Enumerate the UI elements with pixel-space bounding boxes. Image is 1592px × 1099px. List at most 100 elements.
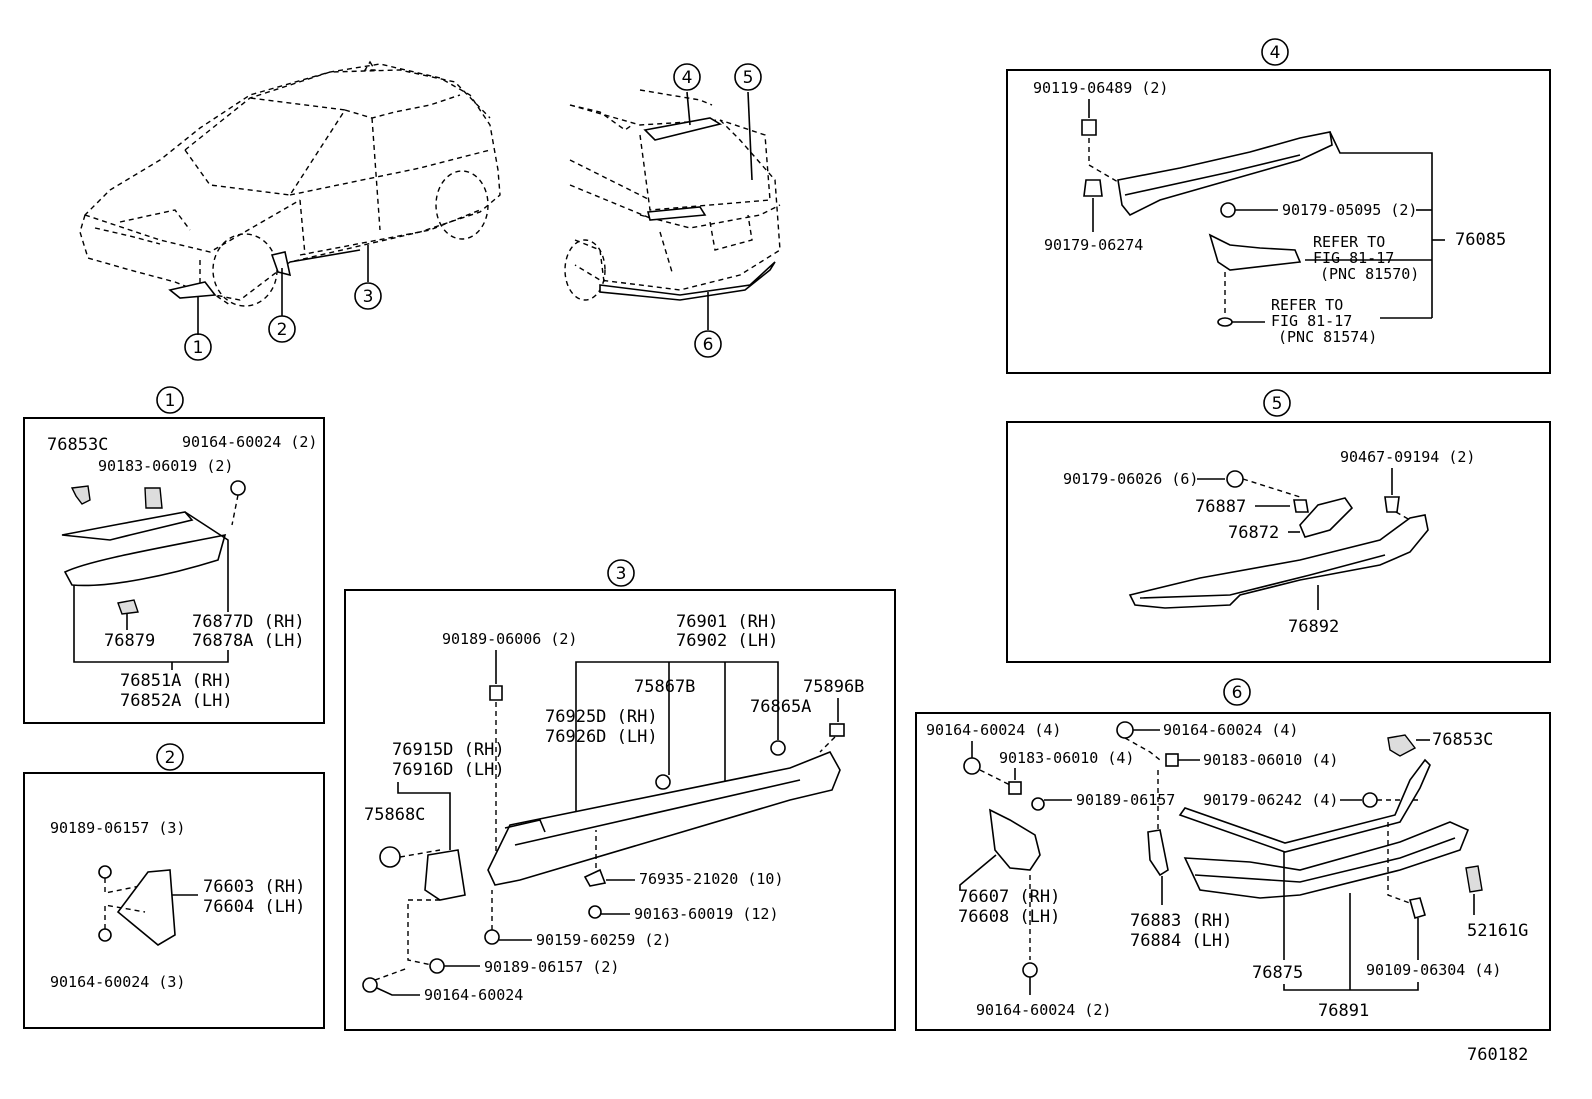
label-90179-05095: 90179-05095 (2) xyxy=(1282,201,1417,219)
part-90467-clip xyxy=(1384,496,1400,513)
label-76883: 76883 (RH) xyxy=(1130,911,1232,931)
part-90164-screw-a xyxy=(963,757,981,775)
ref1-line-b: FIG 81-17 xyxy=(1313,249,1394,267)
panel-2-callout[interactable]: 2 xyxy=(156,743,184,771)
label-90183-06010-a: 90183-06010 (4) xyxy=(999,749,1134,767)
label-75867B: 75867B xyxy=(634,677,695,697)
part-76875-reinforcement xyxy=(1178,758,1431,853)
ref1-line-c: (PNC 81570) xyxy=(1320,265,1419,283)
part-gasket xyxy=(1217,317,1233,327)
svg-text:5: 5 xyxy=(743,68,754,88)
svg-text:6: 6 xyxy=(703,335,714,355)
part-90179-06274-nut xyxy=(1083,179,1103,197)
part-90183-clip-b xyxy=(1165,753,1179,767)
label-90164-60024-b: 90164-60024 (4) xyxy=(1163,721,1298,739)
panel-5-frame xyxy=(1006,421,1551,663)
car-front-overview xyxy=(79,60,501,335)
label-76916D: 76916D (LH) xyxy=(392,760,505,780)
label-90189-06006: 90189-06006 (2) xyxy=(442,630,577,648)
label-76853C: 76853C xyxy=(1432,730,1493,750)
part-76883-bracket xyxy=(1147,829,1169,877)
ref2-line-a: REFER TO xyxy=(1271,296,1343,314)
panel-1-callout[interactable]: 1 xyxy=(156,386,184,414)
label-90189-06157: 90189-06157 (2) xyxy=(484,958,619,976)
svg-text:2: 2 xyxy=(277,320,288,340)
label-76887: 76887 xyxy=(1195,497,1246,517)
label-76085: 76085 xyxy=(1455,230,1506,250)
label-90179-06242: 90179-06242 (4) xyxy=(1203,791,1338,809)
part-76865A-clip xyxy=(770,740,786,756)
part-90179-05095-nut xyxy=(1220,202,1236,218)
panel-4-rear-spoiler: 4 90119-06489 (2) 90179-06274 90179-0509… xyxy=(1006,38,1551,374)
part-76915D-bracket xyxy=(424,849,466,901)
panel-4-callout[interactable]: 4 xyxy=(1261,38,1289,66)
svg-text:4: 4 xyxy=(682,68,693,88)
panel-3-rocker-panel: 3 90189-06006 (2) 76901 (RH) 76902 (LH) … xyxy=(344,559,896,1031)
label-90163-60019: 90163-60019 (12) xyxy=(634,905,779,923)
svg-text:5: 5 xyxy=(1272,394,1283,414)
part-75867B-clip xyxy=(655,774,671,790)
panel-5-callout[interactable]: 5 xyxy=(1263,389,1291,417)
panel-6-callout[interactable]: 6 xyxy=(1223,678,1251,706)
part-75868C-clip xyxy=(379,846,401,868)
label-90119-06489: 90119-06489 (2) xyxy=(1033,79,1168,97)
part-90189-06157-clip xyxy=(429,958,445,974)
panel-1-front-spoiler: 1 76853C 90164-60024 (2) 90183-06019 (2)… xyxy=(23,386,325,724)
label-76853C: 76853C xyxy=(47,435,108,455)
ref2-line-b: FIG 81-17 xyxy=(1271,312,1352,330)
part-mudguard xyxy=(116,869,176,946)
label-76878A: 76878A (LH) xyxy=(192,631,305,651)
part-90183-clip-a xyxy=(1008,781,1022,795)
panel-2-frame xyxy=(23,772,325,1029)
part-76872-bracket xyxy=(1299,497,1354,538)
label-76892: 76892 xyxy=(1288,617,1339,637)
label-76872: 76872 xyxy=(1228,523,1279,543)
callout-4-overview[interactable]: 4 xyxy=(673,63,701,91)
part-75896B xyxy=(829,723,845,737)
part-90179-06026-nut xyxy=(1226,470,1244,488)
panel-1-frame xyxy=(23,417,325,724)
label-90159-60259: 90159-60259 (2) xyxy=(536,931,671,949)
label-90179-06274: 90179-06274 xyxy=(1044,236,1143,254)
part-90183-clip xyxy=(144,487,163,509)
label-90164-60024-a: 90164-60024 (4) xyxy=(926,721,1061,739)
part-90163-screw xyxy=(588,905,602,919)
callout-5-overview[interactable]: 5 xyxy=(734,63,762,91)
label-90164-60024: 90164-60024 (3) xyxy=(50,973,185,991)
part-76887-clip xyxy=(1293,499,1309,513)
part-90164-screw xyxy=(98,928,112,942)
part-76853C xyxy=(70,485,91,505)
label-52161G: 52161G xyxy=(1467,921,1528,941)
panel-3-callout[interactable]: 3 xyxy=(607,559,635,587)
label-90164-60024: 90164-60024 (2) xyxy=(182,433,317,451)
svg-text:6: 6 xyxy=(1232,683,1243,703)
ref1-line-a: REFER TO xyxy=(1313,233,1385,251)
part-90159-screw xyxy=(484,929,500,945)
callout-2-overview[interactable]: 2 xyxy=(268,315,296,343)
panel-6-rear-bumper: 6 90164-60024 (4) 90164-60024 (4) 90183-… xyxy=(915,678,1551,1031)
label-76603: 76603 (RH) xyxy=(203,877,305,897)
callout-1-overview[interactable]: 1 xyxy=(184,333,212,361)
part-76853C-bracket xyxy=(1387,734,1417,757)
part-76892-spoiler xyxy=(1128,514,1429,609)
label-90179-06026: 90179-06026 (6) xyxy=(1063,470,1198,488)
part-mudguard-rear xyxy=(989,808,1041,871)
svg-text:1: 1 xyxy=(165,391,176,411)
label-90109-06304: 90109-06304 (4) xyxy=(1366,961,1501,979)
label-90164-60024: 90164-60024 xyxy=(424,986,523,1004)
label-76891: 76891 xyxy=(1318,1001,1369,1021)
label-76604: 76604 (LH) xyxy=(203,897,305,917)
label-76915D: 76915D (RH) xyxy=(392,740,505,760)
label-75868C: 75868C xyxy=(364,805,425,825)
label-90189-06157: 90189-06157 (3) xyxy=(50,819,185,837)
label-90467-09194: 90467-09194 (2) xyxy=(1340,448,1475,466)
part-90179-nut xyxy=(1362,792,1378,808)
callout-6-overview[interactable]: 6 xyxy=(694,330,722,358)
label-76879: 76879 xyxy=(104,631,155,651)
panel-4-frame xyxy=(1006,69,1551,374)
part-90189-clip xyxy=(489,685,503,701)
callout-3-overview[interactable]: 3 xyxy=(354,282,382,310)
label-76877D: 76877D (RH) xyxy=(192,612,305,632)
label-76926D: 76926D (LH) xyxy=(545,727,658,747)
ref2-line-c: (PNC 81574) xyxy=(1278,328,1377,346)
